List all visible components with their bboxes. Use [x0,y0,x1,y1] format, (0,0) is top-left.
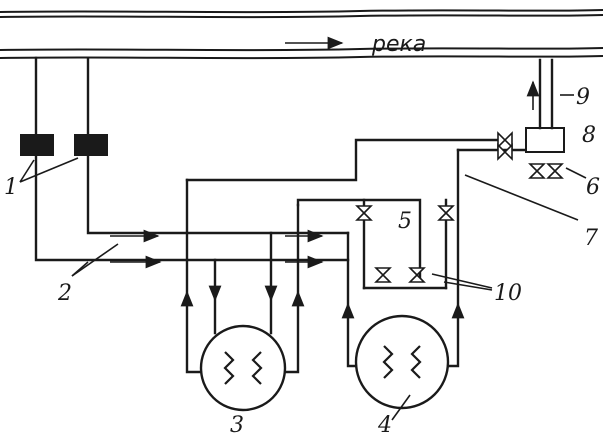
label-6: 6 [586,175,600,200]
river: река [0,9,603,60]
label-5: 5 [398,209,412,234]
callouts: 1 2 3 4 5 6 7 8 9 10 [4,85,600,435]
label-10: 10 [494,281,522,306]
valve-icon [528,163,546,179]
label-4: 4 [377,413,392,435]
condenser-3 [180,178,305,412]
pump-right [74,134,108,156]
valve-icon [374,267,392,283]
intake-pipes [20,56,350,269]
label-2: 2 [57,281,72,306]
valve-icon [546,163,564,179]
label-8: 8 [582,123,596,148]
label-1: 1 [4,175,18,200]
river-label: река [371,32,426,57]
pump-left [20,134,54,156]
condenser-4 [341,148,465,421]
valves [355,131,564,283]
valve-icon [497,131,513,149]
valve-icon [355,205,373,221]
label-3: 3 [230,413,244,435]
valve-icon [408,267,426,283]
label-7: 7 [584,226,598,251]
collector-and-outlet [464,58,587,221]
label-9: 9 [576,85,590,110]
recirculation-system [185,138,534,291]
valve-icon [437,205,455,221]
collector-8 [525,127,565,153]
valve-icon [497,143,513,161]
